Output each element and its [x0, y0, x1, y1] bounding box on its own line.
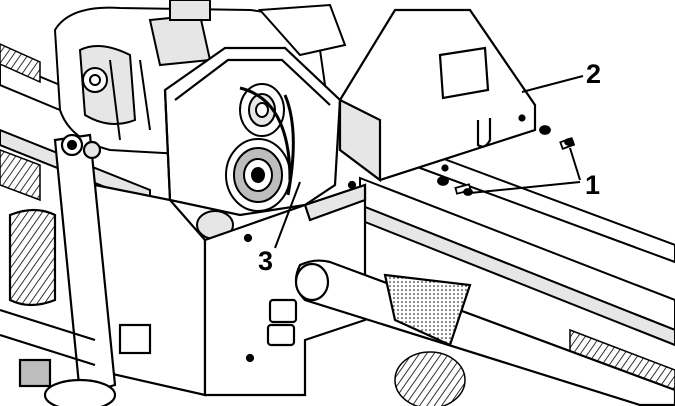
callout-2-label: 2	[586, 59, 602, 89]
lower-box-housing	[93, 180, 367, 397]
hydraulic-cylinder-bar	[294, 259, 675, 406]
leader-lines	[274, 75, 584, 249]
pulley-assembly	[196, 83, 295, 240]
lift-arm-linkage	[0, 133, 152, 406]
removable-cover-panel	[338, 8, 537, 183]
callout-3-label: 3	[258, 246, 274, 276]
base-frame-rails	[0, 58, 675, 347]
callout-1-label: 1	[585, 170, 601, 200]
mounting-bolts	[437, 125, 576, 196]
